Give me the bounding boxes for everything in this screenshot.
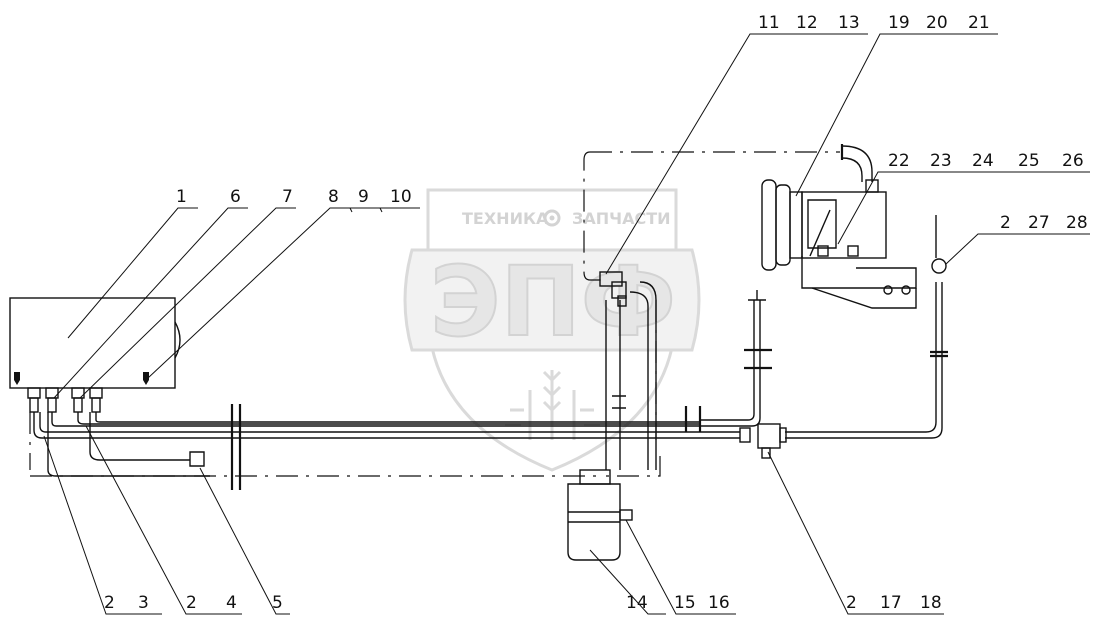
label-20: 20 — [926, 13, 948, 33]
label-17: 17 — [880, 593, 902, 613]
label-5: 5 — [272, 593, 283, 613]
label-28: 28 — [1066, 213, 1088, 233]
label-22: 22 — [888, 151, 910, 171]
label-7: 7 — [282, 187, 293, 207]
label-27: 27 — [1028, 213, 1050, 233]
compressor — [761, 179, 917, 309]
watermark: ТЕХНИКА ЗАПЧАСТИ ЭПФ — [403, 188, 701, 472]
label-1: 1 — [176, 187, 187, 207]
label-4: 4 — [226, 593, 237, 613]
fitting-8 — [89, 387, 103, 413]
label-15: 15 — [674, 593, 696, 613]
label-21: 21 — [968, 13, 990, 33]
fitting-left — [27, 387, 41, 413]
label-13: 13 — [838, 13, 860, 33]
wheat-icon — [505, 370, 600, 440]
label-23: 23 — [930, 151, 952, 171]
bolt-left — [14, 372, 20, 385]
label-2-top: 2 — [1000, 213, 1011, 233]
fitting-6 — [45, 387, 59, 413]
label-10: 10 — [390, 187, 412, 207]
label-16: 16 — [708, 593, 730, 613]
watermark-right-text: ЗАПЧАСТИ — [572, 209, 671, 228]
label-2-b: 2 — [186, 593, 197, 613]
label-9: 9 — [358, 187, 369, 207]
label-24: 24 — [972, 151, 994, 171]
label-8: 8 — [328, 187, 339, 207]
label-26: 26 — [1062, 151, 1084, 171]
label-19: 19 — [888, 13, 910, 33]
filter — [567, 469, 633, 561]
label-2-a: 2 — [104, 593, 115, 613]
pipe-bundle — [29, 144, 948, 490]
watermark-logo: ЭПФ — [430, 246, 676, 358]
label-25: 25 — [1018, 151, 1040, 171]
gear-icon — [543, 209, 561, 227]
label-11: 11 — [758, 13, 780, 33]
leader-lines — [43, 33, 1090, 615]
label-3: 3 — [138, 593, 149, 613]
label-18: 18 — [920, 593, 942, 613]
valve-block — [599, 271, 627, 307]
label-2-c: 2 — [846, 593, 857, 613]
callout-numbers: 1 6 7 8 9 10 11 12 13 19 20 21 22 23 24 … — [104, 13, 1088, 613]
tank-block — [9, 297, 181, 413]
bolt-right — [143, 372, 149, 385]
label-14: 14 — [626, 593, 648, 613]
label-6: 6 — [230, 187, 241, 207]
fitting-7 — [71, 387, 85, 413]
label-12: 12 — [796, 13, 818, 33]
watermark-left-text: ТЕХНИКА — [462, 209, 549, 228]
